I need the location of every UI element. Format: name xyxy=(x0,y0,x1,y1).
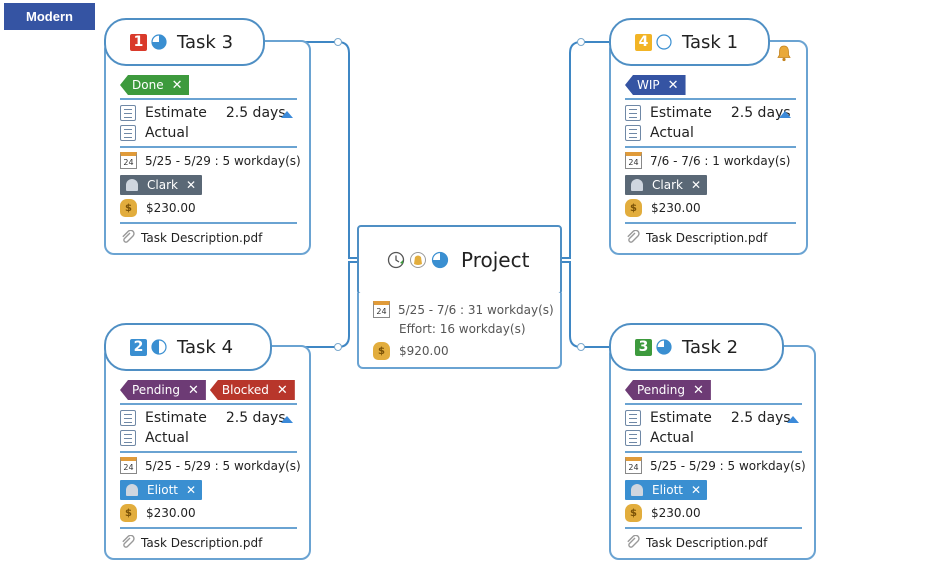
money-bag-icon: $ xyxy=(120,504,137,522)
remove-resource-icon[interactable]: ✕ xyxy=(690,178,702,192)
calendar-icon: 24 xyxy=(625,457,642,474)
paperclip-icon xyxy=(122,535,135,548)
style-label: Modern xyxy=(4,3,95,30)
attachment-link[interactable]: Task Description.pdf xyxy=(141,231,263,245)
pie-75-icon xyxy=(431,251,449,269)
collapse-arrow-icon[interactable] xyxy=(281,416,293,423)
collapse-arrow-icon[interactable] xyxy=(787,416,799,423)
money-bag-icon: $ xyxy=(625,504,642,522)
list-icon xyxy=(625,105,641,121)
pie-50-icon xyxy=(151,339,167,355)
remove-tag-icon[interactable]: ✕ xyxy=(187,382,199,398)
task-title[interactable]: 3 Task 2 xyxy=(609,323,784,371)
collapse-arrow-icon[interactable] xyxy=(779,111,791,118)
resource-chip[interactable]: Clark✕ xyxy=(120,175,203,195)
tag-pending[interactable]: Pending✕ xyxy=(120,380,206,400)
list-icon xyxy=(120,430,136,446)
money-bag-icon: $ xyxy=(373,342,390,360)
person-icon xyxy=(631,484,643,496)
tag-done[interactable]: Done✕ xyxy=(120,75,190,95)
remove-resource-icon[interactable]: ✕ xyxy=(186,483,197,497)
calendar-icon: 24 xyxy=(373,301,390,318)
clock-icon xyxy=(387,251,405,269)
list-icon xyxy=(625,125,641,141)
resource-chip[interactable]: Eliott✕ xyxy=(625,480,708,500)
task-title[interactable]: 1 Task 3 xyxy=(104,18,265,66)
priority-badge: 3 xyxy=(635,338,652,356)
pie-75-icon xyxy=(656,339,672,355)
pie-0-icon xyxy=(656,34,672,50)
money-resource-icon xyxy=(410,252,426,268)
attachment-link[interactable]: Task Description.pdf xyxy=(141,536,263,550)
paperclip-icon xyxy=(122,230,135,243)
remove-tag-icon[interactable]: ✕ xyxy=(276,382,288,398)
money-bag-icon: $ xyxy=(625,199,642,217)
list-icon xyxy=(120,105,136,121)
calendar-icon: 24 xyxy=(120,152,137,169)
remove-tag-icon[interactable]: ✕ xyxy=(667,77,679,93)
calendar-icon: 24 xyxy=(625,152,642,169)
remove-tag-icon[interactable]: ✕ xyxy=(171,77,183,93)
list-icon xyxy=(120,410,136,426)
person-icon xyxy=(126,179,138,191)
task-title[interactable]: 2 Task 4 xyxy=(104,323,272,371)
list-icon xyxy=(625,430,641,446)
resource-chip[interactable]: Clark✕ xyxy=(625,175,708,195)
priority-badge: 2 xyxy=(130,338,147,356)
paperclip-icon xyxy=(627,535,640,548)
remove-resource-icon[interactable]: ✕ xyxy=(691,483,702,497)
collapse-arrow-icon[interactable] xyxy=(281,111,293,118)
attachment-link[interactable]: Task Description.pdf xyxy=(646,536,768,550)
money-bag-icon: $ xyxy=(120,199,137,217)
paperclip-icon xyxy=(627,230,640,243)
list-icon xyxy=(625,410,641,426)
tag-wip[interactable]: WIP✕ xyxy=(625,75,686,95)
tag-pending[interactable]: Pending✕ xyxy=(625,380,711,400)
priority-badge: 4 xyxy=(635,33,652,51)
task-title[interactable]: 4 Task 1 xyxy=(609,18,770,66)
list-icon xyxy=(120,125,136,141)
calendar-icon: 24 xyxy=(120,457,137,474)
pie-75-icon xyxy=(151,34,167,50)
person-icon xyxy=(126,484,138,496)
tag-blocked[interactable]: Blocked✕ xyxy=(209,380,295,400)
remove-tag-icon[interactable]: ✕ xyxy=(692,382,704,398)
resource-chip[interactable]: Eliott✕ xyxy=(120,480,203,500)
remove-resource-icon[interactable]: ✕ xyxy=(185,178,197,192)
project-title[interactable]: Project xyxy=(357,225,562,295)
bell-icon[interactable] xyxy=(776,44,792,62)
attachment-link[interactable]: Task Description.pdf xyxy=(646,231,768,245)
person-icon xyxy=(631,179,643,191)
priority-badge: 1 xyxy=(130,33,147,51)
